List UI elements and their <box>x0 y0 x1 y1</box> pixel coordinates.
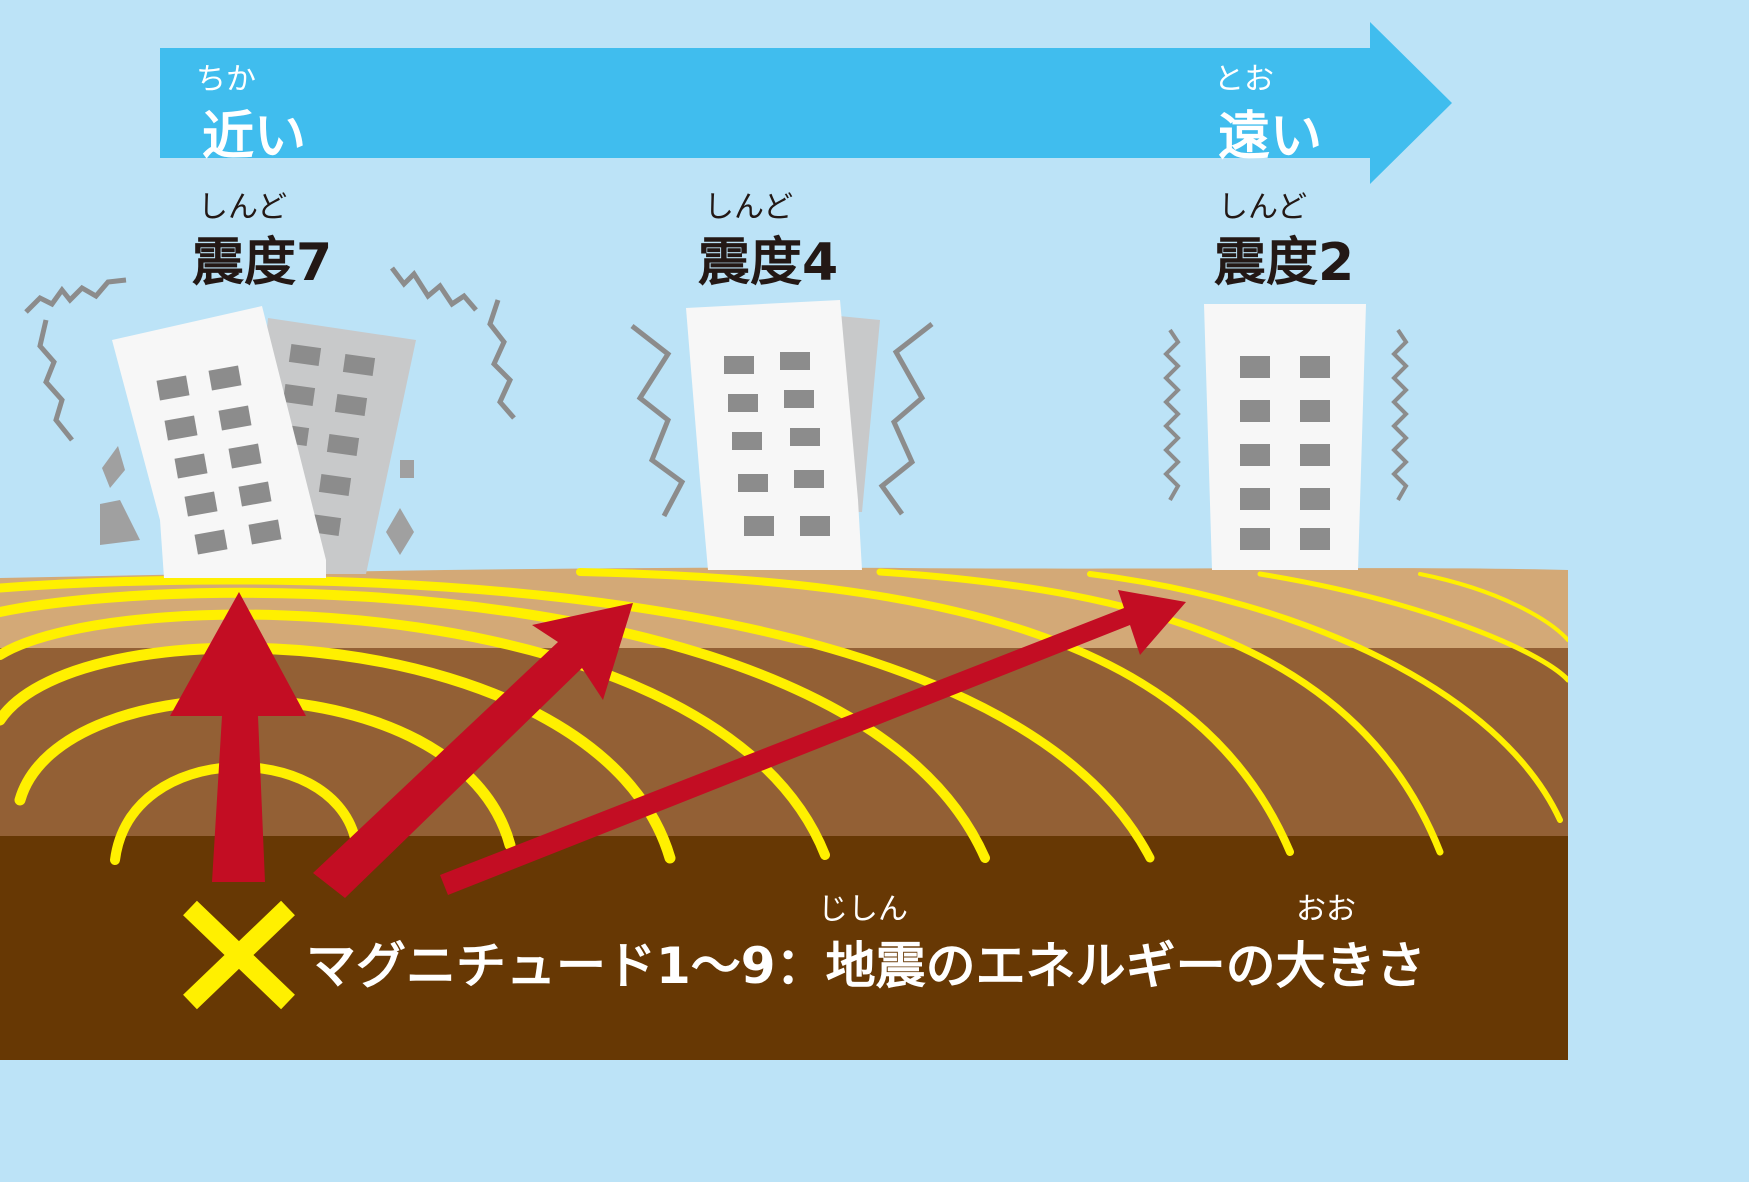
intensity-2-ruby: しんど <box>1218 190 1308 225</box>
caption-middle: のエネルギーの <box>925 937 1276 995</box>
near-label: 近い <box>202 107 307 167</box>
intensity-7-label: 震度7 <box>192 233 333 293</box>
far-ruby: とお <box>1214 62 1274 97</box>
caption-suffix: きさ <box>1325 937 1426 995</box>
earthquake-diagram <box>0 22 1568 1060</box>
distance-arrow-icon <box>160 22 1452 184</box>
caption-ruby-oo: おお <box>1296 892 1356 927</box>
caption-word-jishin: 地震 <box>825 937 926 995</box>
tilted-building-icon <box>630 300 934 570</box>
collapsed-building-icon <box>24 266 516 578</box>
intensity-4-label: 震度4 <box>698 233 839 293</box>
standing-building-icon <box>1163 304 1409 570</box>
caption-word-oo: 大 <box>1275 937 1326 995</box>
near-ruby: ちか <box>196 62 256 97</box>
intensity-7-ruby: しんど <box>198 190 288 225</box>
intensity-4-ruby: しんど <box>704 190 794 225</box>
x-mark-icon <box>183 900 295 1010</box>
intensity-2-label: 震度2 <box>1214 233 1355 293</box>
far-label: 遠い <box>1218 107 1323 167</box>
caption-prefix: マグニチュード1〜9： <box>306 937 826 995</box>
caption-ruby-jishin: じしん <box>818 892 908 927</box>
energy-vector-icons <box>170 590 1186 898</box>
magnitude-caption: マグニチュード1〜9：地震のエネルギーの大きさ <box>306 926 1426 998</box>
